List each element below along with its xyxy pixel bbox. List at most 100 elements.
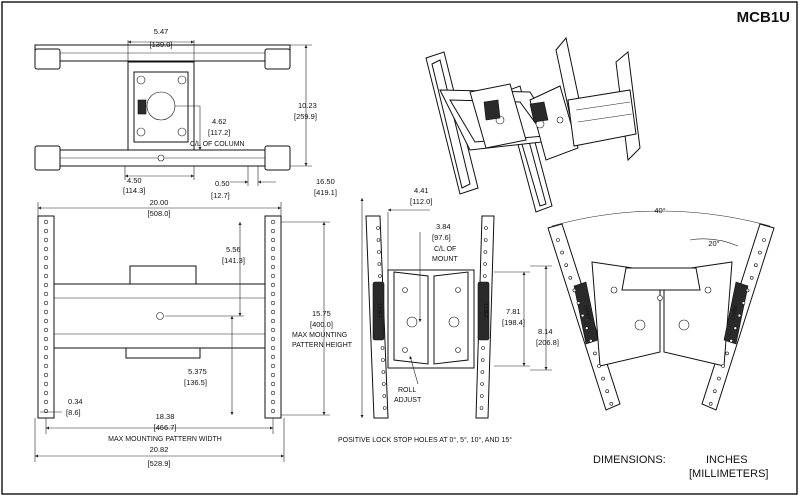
- mounting-hole: [270, 354, 276, 360]
- mounting-hole: [380, 346, 385, 350]
- dim-front-overall: 20.82: [150, 445, 169, 454]
- front-rail-left: [37, 215, 55, 419]
- dim-front-height: 15.75: [312, 309, 331, 318]
- mounting-hole: [270, 291, 276, 297]
- note-lock-stop-holes: POSITIVE LOCK STOP HOLES AT 0°, 5°, 10°,…: [338, 436, 512, 444]
- tilt-view: 40° 20° CHIEF CHIEF: [547, 206, 775, 411]
- isometric-view: [425, 36, 641, 213]
- mounting-hole: [377, 250, 381, 254]
- mounting-hole: [43, 381, 49, 387]
- dim-top-offset: 4.62: [212, 117, 227, 126]
- mounting-hole: [377, 262, 382, 266]
- mounting-hole: [270, 345, 276, 351]
- mounting-hole: [576, 301, 581, 305]
- mounting-hole: [43, 282, 49, 288]
- top-view: 5.47 [139.0] 4.62 [117.2] C/L OF COLUMN …: [34, 27, 317, 200]
- mounting-hole: [270, 282, 276, 288]
- dim-side-top: 4.41: [414, 186, 429, 195]
- dim-front-height-mm: [400.0]: [310, 320, 333, 329]
- mounting-hole: [43, 300, 49, 306]
- mounting-hole: [556, 238, 560, 242]
- mounting-hole: [725, 351, 729, 356]
- mounting-hole: [580, 313, 585, 318]
- note-max-pattern-height-2: PATTERN HEIGHT: [292, 342, 353, 349]
- note-roll-2: ADJUST: [394, 397, 422, 404]
- mounting-hole: [741, 301, 746, 305]
- mounting-hole: [43, 273, 49, 279]
- mounting-hole: [376, 238, 381, 242]
- drawing-title: MCB1U: [737, 9, 790, 26]
- mounting-hole: [483, 262, 487, 266]
- legend-units-secondary: [MILLIMETERS]: [689, 468, 768, 480]
- mounting-hole: [605, 389, 610, 394]
- dim-front-upper: 5.56: [226, 245, 241, 254]
- mounting-hole: [749, 275, 754, 280]
- mounting-hole: [270, 372, 276, 378]
- mounting-hole: [564, 263, 569, 268]
- mounting-hole: [560, 250, 564, 255]
- dim-top-width-mm: [139.0]: [150, 40, 173, 49]
- mounting-hole: [43, 237, 49, 243]
- mounting-hole: [270, 237, 276, 243]
- mounting-hole: [382, 382, 386, 386]
- mounting-hole: [737, 313, 742, 318]
- mounting-hole: [479, 394, 484, 398]
- dim-front-pattern: 18.38: [156, 412, 175, 421]
- mounting-hole: [270, 309, 276, 315]
- dim-top-base-mm: [114.3]: [123, 186, 145, 195]
- dim-top-offset-mm: [117.2]: [208, 128, 230, 137]
- mounting-hole: [43, 390, 49, 396]
- mounting-hole: [480, 370, 485, 374]
- mounting-hole: [733, 326, 738, 331]
- mounting-hole: [483, 250, 488, 254]
- tilt-inner-angle: 20°: [708, 239, 719, 248]
- mounting-hole: [381, 370, 386, 374]
- mounting-hole: [43, 354, 49, 360]
- mounting-hole: [270, 219, 276, 225]
- dim-side-inner: 7.81: [506, 307, 521, 316]
- mounting-hole: [483, 238, 488, 242]
- brand-mark-right: CHIEF: [482, 304, 488, 319]
- mounting-hole: [270, 327, 276, 333]
- brand-mark-left: CHIEF: [376, 304, 382, 319]
- mounting-hole: [376, 226, 380, 230]
- dim-front-pattern-mm: [466.7]: [154, 423, 177, 432]
- mounting-hole: [377, 274, 382, 278]
- mounting-hole: [588, 338, 593, 343]
- mounting-hole: [712, 389, 717, 394]
- dim-side-outer-mm: [206.8]: [536, 338, 559, 347]
- mounting-hole: [43, 309, 49, 315]
- mounting-hole: [721, 364, 725, 368]
- mounting-hole: [270, 273, 276, 279]
- note-column-centerline: C/L OF COLUMN: [190, 141, 245, 148]
- dim-side-center-mm: [97.6]: [432, 233, 451, 242]
- mounting-hole: [43, 264, 49, 270]
- mounting-hole: [43, 228, 49, 234]
- brand-mark-tilt-right: CHIEF: [730, 305, 739, 321]
- mounting-hole: [270, 390, 276, 396]
- dim-side-outer: 8.14: [538, 327, 553, 336]
- mounting-hole: [270, 300, 276, 306]
- tilt-outer-angle: 40°: [654, 206, 665, 215]
- mounting-hole: [479, 406, 484, 410]
- dim-side-height-mm: [419.1]: [314, 188, 337, 197]
- mounting-hole: [43, 336, 49, 342]
- mounting-hole: [482, 274, 487, 278]
- mounting-hole: [381, 358, 385, 362]
- mounting-hole: [270, 408, 276, 414]
- note-mount-centerline-2: MOUNT: [432, 256, 458, 263]
- mounting-hole: [609, 401, 614, 406]
- dim-top-height: 10.23: [298, 101, 317, 110]
- front-rail-right: [264, 215, 282, 419]
- mounting-hole: [382, 394, 387, 398]
- dim-front-width-mm: [508.0]: [148, 209, 171, 218]
- front-view: 20.00 [508.0] 5.56 [141.3] 15.75 [400.0]…: [34, 198, 353, 468]
- dim-side-height: 16.50: [316, 177, 335, 186]
- mounting-hole: [382, 406, 387, 410]
- dim-top-gap: 0.50: [215, 179, 230, 188]
- mounting-hole: [43, 363, 49, 369]
- mounting-hole: [708, 401, 713, 406]
